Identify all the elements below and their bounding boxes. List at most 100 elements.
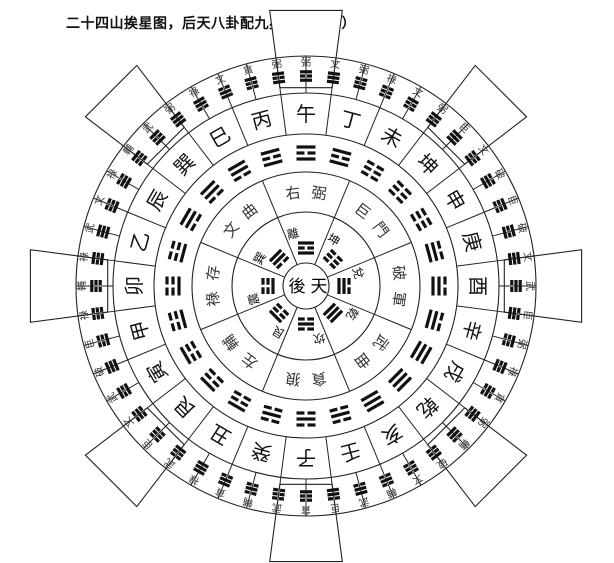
mountain-trigram-11-line-0b [329, 407, 338, 413]
outer-trigram-39-line-2a [104, 204, 110, 211]
mountain-trigram-6-line-1 [437, 276, 441, 296]
outer-trigram-35-line-2a [92, 314, 97, 321]
palace-trigram-5-line-2 [268, 309, 283, 324]
outer-trigram-18-line-2b [452, 437, 458, 443]
mountain-trigram-13-line-2b [260, 416, 269, 422]
outer-trigram-7-line-2a [471, 149, 477, 156]
outer-trigram-41-line-1b [138, 152, 145, 159]
outer-trigram-41-line-0b [142, 155, 148, 161]
outer-trigram-36 [90, 280, 102, 292]
outer-trigram-37 [91, 251, 105, 266]
mountain-trigram-21 [199, 179, 225, 205]
palace-trigram-6-line-1a [266, 287, 270, 294]
outer-trigram-28 [192, 459, 210, 476]
mountain-divider-22 [231, 107, 249, 146]
outer-trigram-23-line-1 [327, 491, 340, 497]
star-divider-24 [275, 477, 282, 515]
mountain-trigram-11-line-0a [339, 404, 349, 410]
mountain-trigram-23 [260, 147, 283, 168]
mountain-trigram-16-line-1a [190, 353, 197, 362]
mountain-trigram-3-line-1b [399, 191, 408, 200]
mountain-21: 巽 [169, 149, 200, 180]
mountain-trigram-0-line-2 [296, 145, 316, 149]
mountain-23: 丙 [249, 106, 275, 134]
outer-trigram-5-line-0 [425, 117, 437, 128]
outer-trigram-45-line-2a [217, 87, 224, 92]
sector-dividers [76, 56, 536, 516]
outer-trigram-20-line-0a [408, 459, 415, 466]
outer-trigram-47-line-1b [279, 75, 285, 80]
mountain-trigram-4-line-0a [409, 213, 417, 222]
outer-trigram-19-line-1a [433, 447, 440, 454]
palace-trigram-4-line-2b [298, 327, 305, 331]
ring-4 [191, 171, 421, 401]
outer-trigram-11 [507, 251, 521, 266]
outer-trigram-42-line-1a [152, 137, 158, 143]
outer-trigram-0-line-0 [300, 78, 312, 82]
outer-trigram-37-line-1a [95, 259, 100, 265]
outer-star-20: 文 [410, 472, 425, 488]
outer-trigram-7-line-1a [467, 152, 474, 159]
outer-trigram-23-line-0 [326, 487, 340, 493]
outer-trigram-37-line-2 [91, 251, 97, 265]
outer-trigram-12-line-0a [510, 280, 514, 286]
outer-trigram-15 [492, 358, 508, 375]
outer-star-16: 貪 [492, 390, 508, 405]
outer-trigram-36-line-0b [98, 280, 102, 286]
mountain-divider-0 [325, 94, 332, 136]
outer-trigram-27-line-0b [221, 472, 227, 478]
palace-divider-5 [200, 294, 285, 331]
mountain-trigram-19-line-0 [179, 243, 188, 263]
palace-trigram-0-line-0 [298, 251, 314, 255]
mountain-trigram-15-line-1b [204, 372, 213, 381]
palace-trigram-0 [298, 241, 314, 255]
ring-5 [231, 211, 381, 361]
mountain-trigram-4-line-2a [420, 207, 428, 216]
mountain-trigram-17-line-2a [170, 323, 176, 332]
outer-star-36: 輔 [76, 281, 89, 291]
outer-trigram-46-line-2 [244, 76, 257, 83]
mountain-16: 寅 [142, 357, 173, 386]
mountain-trigram-22 [227, 159, 252, 183]
palace-trigram-3-line-0 [322, 302, 337, 317]
outer-trigram-12-line-0b [510, 286, 514, 292]
outer-trigram-40-line-1 [119, 175, 129, 187]
outer-trigram-7-line-0 [464, 155, 475, 167]
mountain-trigram-3-line-0a [387, 188, 396, 197]
mountain-trigram-5 [424, 240, 445, 263]
star-divider-1 [355, 63, 367, 100]
outer-trigram-44-line-0b [203, 103, 210, 109]
mountain-trigram-17-line-2b [167, 312, 173, 321]
palace-trigram-2 [337, 278, 351, 294]
mountain-12: 子 [296, 446, 316, 470]
mountain-trigram-10 [360, 389, 385, 413]
star-divider-18 [423, 438, 447, 469]
mountain-6: 酉 [466, 276, 490, 296]
mountain-trigram-8-line-2 [420, 346, 433, 365]
outer-star-3: 祿 [385, 72, 399, 87]
mountain-trigram-17-line-0 [179, 309, 188, 329]
palace-trigram-1 [322, 248, 344, 270]
outer-star-25: 武 [271, 501, 283, 515]
palace-divider-0 [314, 180, 351, 265]
outer-trigram-26-line-0b [246, 481, 253, 487]
outer-trigram-29-line-0 [175, 444, 187, 455]
inner-star-0-a: 右 [284, 183, 301, 203]
outer-trigram-7-line-1b [471, 157, 478, 164]
mountain-trigram-4-line-0b [415, 223, 423, 232]
outer-trigram-34-line-2b [96, 335, 101, 341]
palace-trigram-1-line-1b [332, 258, 340, 266]
mountain-trigram-16-line-0a [195, 350, 203, 359]
palace-trigram-6-line-0 [271, 278, 275, 294]
outer-trigram-46-line-1a [245, 81, 252, 87]
palace-trigram-2-line-2a [347, 278, 351, 285]
mountain-trigram-13-line-0a [274, 407, 283, 413]
outer-trigram-15-line-1b [496, 366, 502, 373]
outer-trigram-39 [104, 197, 120, 214]
outer-trigram-36-line-0a [98, 286, 102, 292]
outer-star-28: 祿 [187, 472, 202, 487]
mountain-trigram-2-line-2a [366, 159, 375, 167]
mountain-trigram-18-line-2b [165, 276, 169, 285]
ring-3 [153, 133, 459, 439]
mountain-14: 丑 [205, 419, 234, 450]
